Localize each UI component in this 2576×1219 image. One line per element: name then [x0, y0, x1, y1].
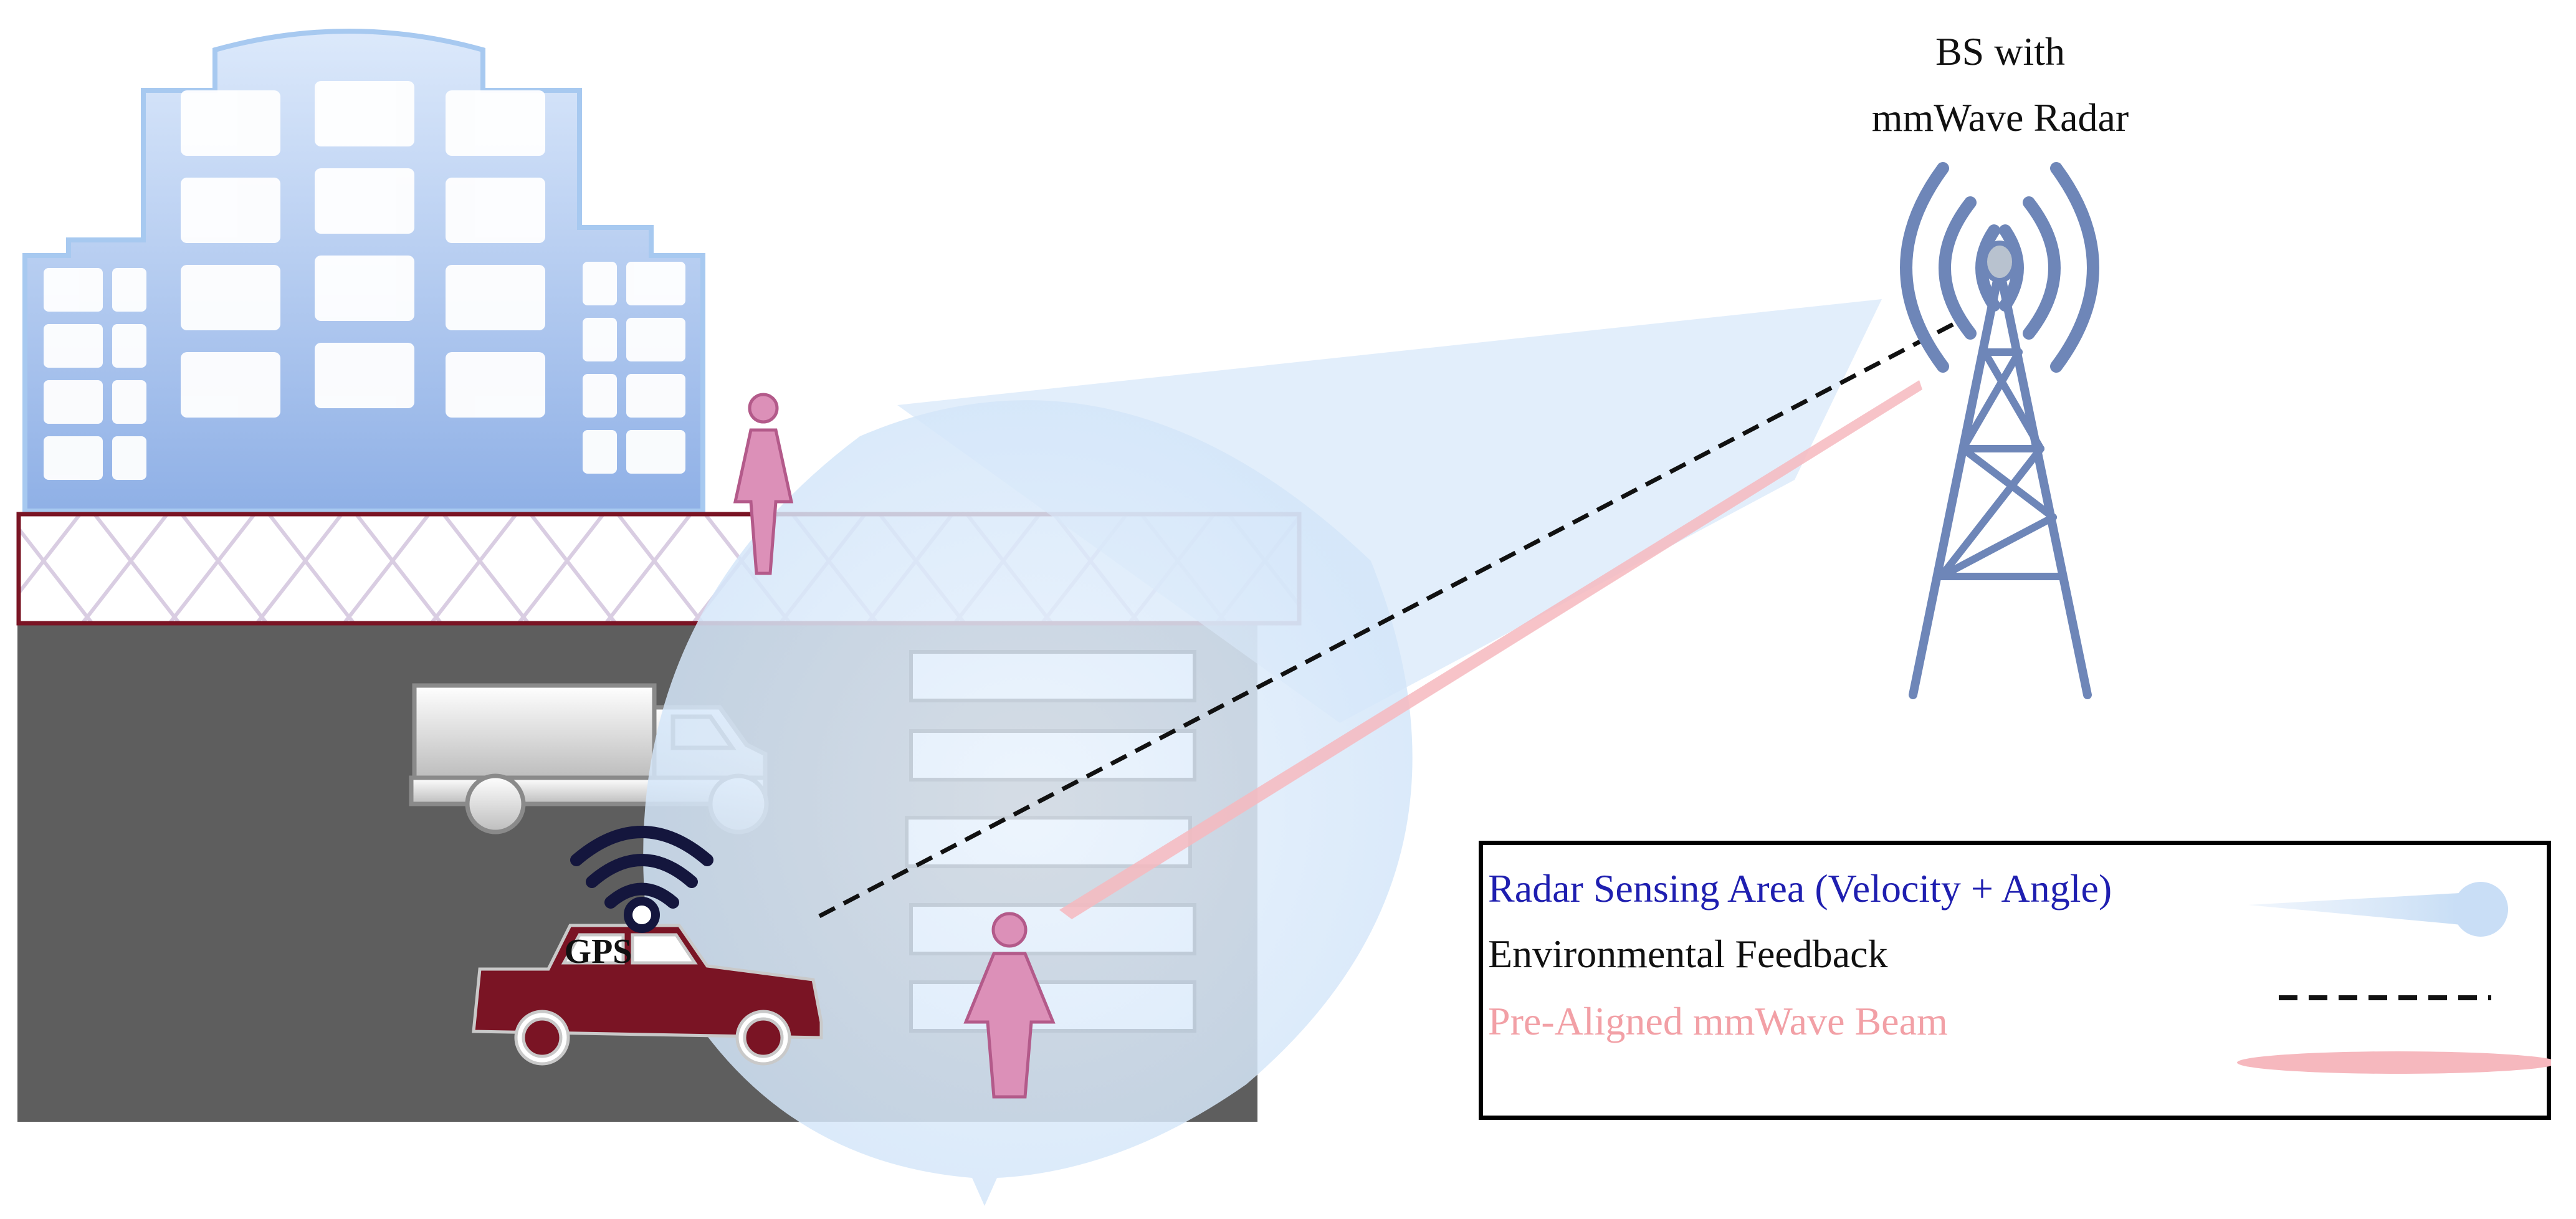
legend-radar-symbol: [2248, 891, 2508, 928]
legend-item-radar: Radar Sensing Area (Velocity + Angle): [1488, 866, 2112, 911]
legend-item-feedback: Environmental Feedback: [1488, 932, 1888, 976]
radar-sensing-area: [643, 299, 1882, 1207]
bs-label-line1: BS with: [1935, 29, 2066, 74]
legend-symbols: [2237, 882, 2551, 1074]
antenna-node: [1982, 241, 2017, 283]
mmwave-beam: [1059, 380, 1922, 919]
car-icon: [472, 924, 823, 1066]
wifi-icon: [570, 826, 713, 933]
environmental-feedback-line: [818, 322, 1955, 919]
legend-beam-symbol: [2237, 1051, 2551, 1074]
pedestrian-icon: [733, 393, 794, 575]
bs-label-line2: mmWave Radar: [1871, 95, 2129, 140]
tower-icon: [1900, 162, 2099, 699]
pedestrian-icon: [963, 912, 1056, 1099]
base-station-label: BS with mmWave Radar: [1857, 19, 2144, 151]
building-icon: [22, 29, 705, 514]
legend-item-beam: Pre-Aligned mmWave Beam: [1488, 999, 1948, 1043]
legend: Radar Sensing Area (Velocity + Angle) En…: [1479, 841, 2551, 1120]
gps-label: GPS: [565, 932, 632, 971]
legend-radar-bubble: [2453, 882, 2508, 937]
